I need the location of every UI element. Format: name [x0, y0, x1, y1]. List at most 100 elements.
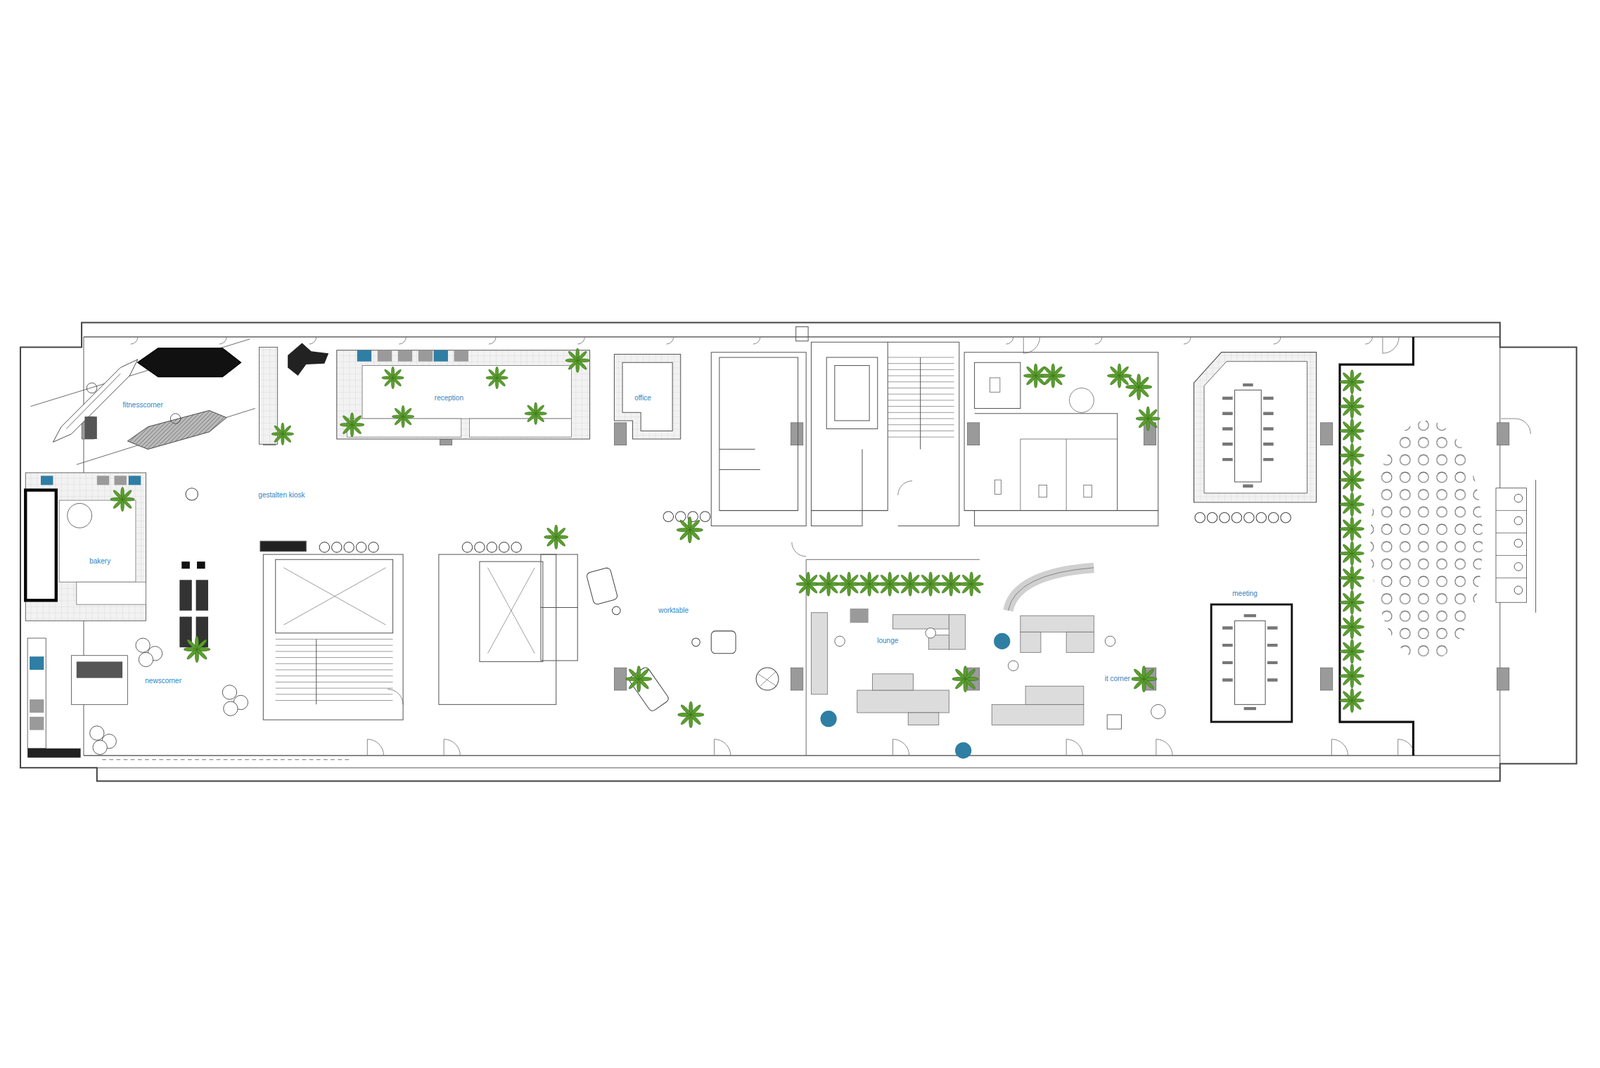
side-table: [925, 628, 937, 639]
plant: [1339, 687, 1365, 713]
armchair: [138, 651, 153, 667]
plant: [381, 366, 405, 389]
plant: [1339, 443, 1365, 468]
side-table: [1104, 635, 1116, 647]
door: [893, 739, 910, 756]
door: [1156, 739, 1173, 756]
plant: [1339, 663, 1365, 688]
room-label: newscorner: [143, 676, 183, 686]
toilet-block: [964, 352, 1159, 511]
shelf: [27, 637, 46, 749]
seat: [433, 350, 448, 362]
room-label: office: [632, 393, 653, 403]
lift-car: [834, 365, 870, 421]
plants: [110, 348, 1365, 728]
kiosk: [185, 343, 329, 501]
plant: [271, 422, 294, 446]
stair-core: [887, 341, 960, 526]
door: [1382, 336, 1399, 354]
papers: [76, 661, 123, 678]
stair-rail: [919, 357, 921, 450]
plant: [1339, 491, 1365, 517]
glass-wall: [1535, 479, 1536, 613]
audience-seats: [1370, 420, 1484, 662]
round-table: [67, 502, 93, 528]
stool: [1256, 512, 1267, 524]
oven: [25, 490, 57, 601]
toilet-wall: [974, 413, 1118, 511]
plant: [1339, 418, 1365, 444]
bakery: [25, 472, 209, 648]
bench: [260, 540, 306, 552]
stool: [1268, 512, 1279, 524]
stool: [1206, 512, 1218, 524]
room-label: bakery: [87, 557, 112, 566]
sofa: [1066, 631, 1094, 652]
stool: [1219, 512, 1231, 524]
plant: [1135, 406, 1161, 432]
door: [1023, 336, 1040, 354]
table: [1234, 620, 1266, 704]
pouf: [850, 608, 869, 623]
stool-rows: [319, 511, 1291, 553]
reception: [336, 350, 591, 439]
door: [898, 481, 913, 496]
pillar: [84, 416, 97, 439]
sofa: [1020, 631, 1041, 652]
side-table: [1007, 660, 1019, 671]
bench: [179, 579, 192, 611]
side-table: [692, 637, 701, 647]
shelf-item: [29, 656, 44, 670]
sofa: [1025, 685, 1084, 704]
stair-rail: [315, 638, 317, 704]
office-inner: [622, 362, 673, 431]
bench: [27, 748, 81, 758]
door: [1066, 739, 1083, 756]
sofa: [907, 712, 939, 725]
shelf-item: [29, 699, 44, 713]
seat: [97, 475, 110, 485]
chair: [1514, 562, 1523, 572]
plant: [565, 348, 591, 373]
stool: [368, 542, 380, 553]
side-table: [834, 635, 846, 647]
plant: [110, 486, 136, 512]
lift-core: [438, 554, 557, 704]
partition: [719, 469, 761, 470]
stool: [699, 511, 711, 522]
plant: [1106, 363, 1132, 389]
office-wall: [613, 354, 681, 439]
pouf: [820, 710, 837, 727]
sofa: [948, 614, 965, 650]
stool: [1244, 512, 1255, 524]
walls: [20, 322, 1577, 782]
plant: [339, 412, 365, 437]
stool: [474, 542, 486, 553]
stage-bench: [1495, 510, 1527, 579]
bench: [196, 579, 209, 611]
lounge: [810, 567, 1165, 759]
seat: [454, 350, 469, 362]
plant: [524, 402, 548, 425]
lift: [826, 357, 878, 430]
stool: [1280, 512, 1292, 524]
sofas: [810, 612, 1094, 726]
mat-line: [30, 338, 251, 407]
stool: [1194, 512, 1206, 524]
outer-wall: [20, 322, 1577, 782]
plant: [485, 366, 509, 389]
service-core: [711, 326, 1158, 756]
room-label: meeting: [1230, 589, 1259, 598]
pouf: [955, 741, 972, 759]
equipment: [137, 348, 242, 377]
stair-steps: [887, 357, 954, 437]
armchair: [1151, 704, 1166, 719]
tool: [287, 343, 329, 376]
desk: [469, 418, 572, 437]
shelf: [259, 346, 278, 444]
pillar: [613, 422, 626, 446]
side-tables: [834, 628, 1166, 730]
room-label: lounge: [875, 636, 900, 645]
plant: [1339, 393, 1365, 419]
